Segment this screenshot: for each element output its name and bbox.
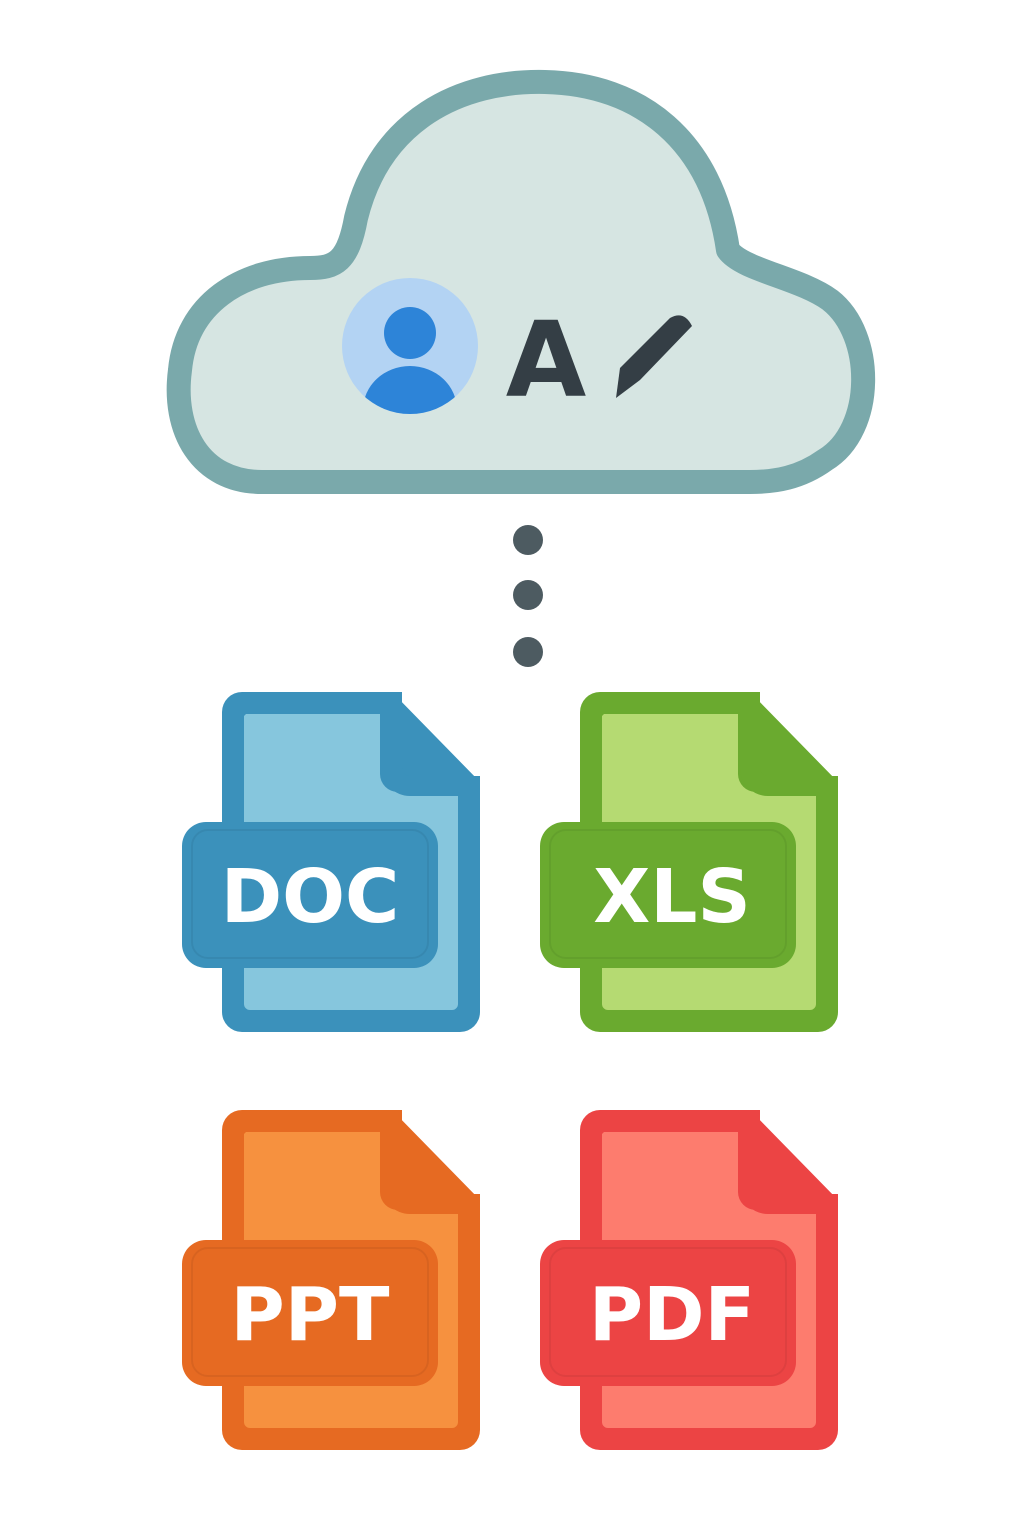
ppt-file-icon: PPT	[182, 1110, 480, 1450]
file-label: PDF	[589, 1272, 755, 1358]
xls-file-icon: XLS	[540, 692, 838, 1032]
cloud-letter: A	[506, 299, 587, 421]
pencil-icon	[616, 315, 692, 398]
user-avatar-icon	[342, 278, 478, 414]
doc-file-icon: DOC	[182, 692, 480, 1032]
file-label: PPT	[231, 1272, 390, 1358]
file-label: DOC	[221, 854, 400, 940]
file-label: XLS	[593, 854, 751, 940]
pdf-file-icon: PDF	[540, 1110, 838, 1450]
vertical-ellipsis-icon	[513, 525, 543, 667]
cloud-icon: A	[166, 69, 876, 494]
cloud-shape	[166, 69, 876, 494]
